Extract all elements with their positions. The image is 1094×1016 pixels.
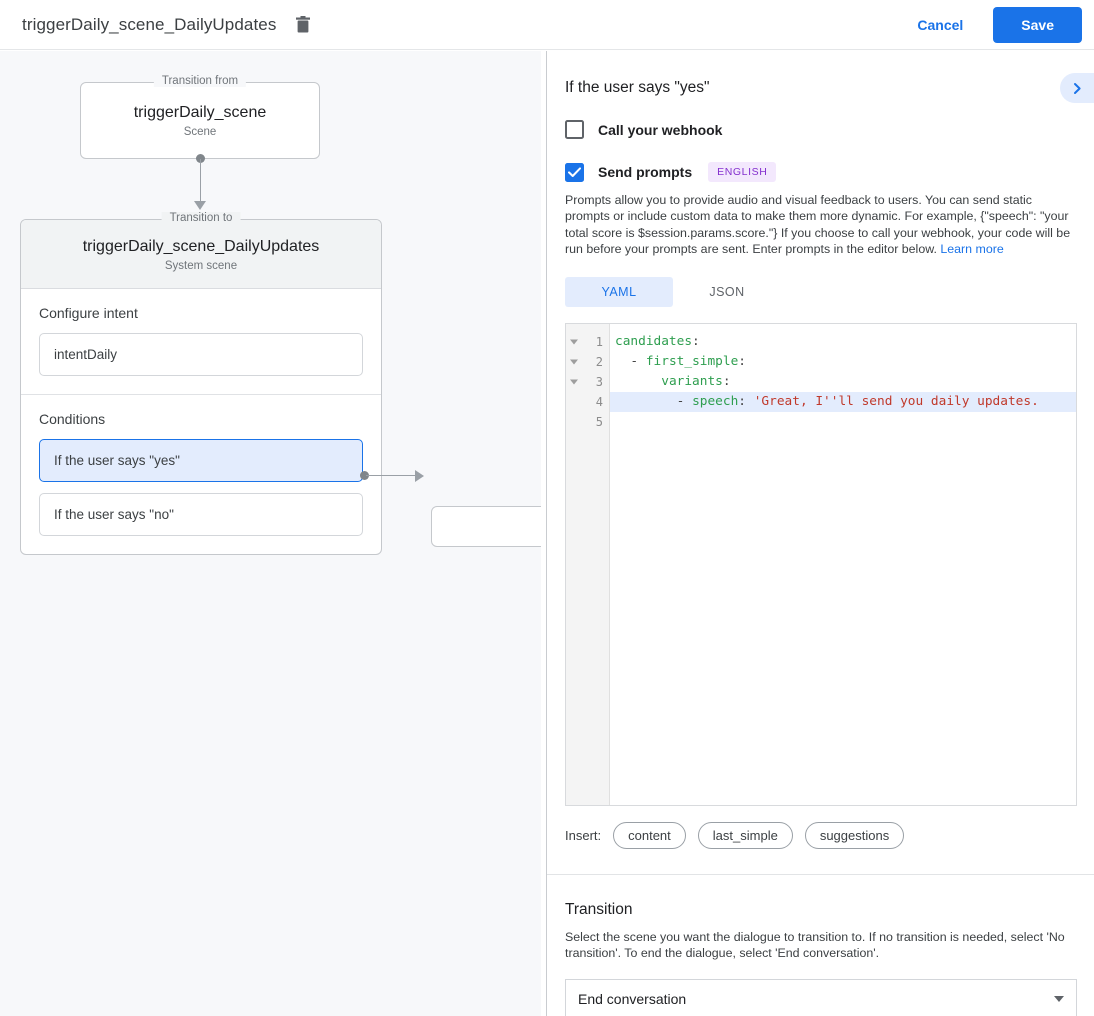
editor-line[interactable]: candidates: xyxy=(615,333,700,349)
editor-line-number: 5 xyxy=(595,414,603,429)
edge-arrow-down-icon xyxy=(194,201,206,210)
top-bar: triggerDaily_scene_DailyUpdates Cancel S… xyxy=(0,0,1094,50)
condition-edge-arrow-icon xyxy=(415,470,424,482)
panel-title: If the user says "yes" xyxy=(565,79,710,96)
send-prompts-checkbox[interactable] xyxy=(565,162,584,182)
panel-divider xyxy=(546,51,547,1016)
panel-body: If the user says "yes" Call your webhook… xyxy=(547,51,1094,1016)
conditions-section: Conditions If the user says "yes" If the… xyxy=(21,394,381,554)
configure-intent-section: Configure intent intentDaily xyxy=(21,289,381,394)
trash-icon xyxy=(296,15,311,32)
condition-item-no[interactable]: If the user says "no" xyxy=(39,493,363,536)
conditions-label: Conditions xyxy=(39,411,106,427)
call-webhook-checkbox[interactable] xyxy=(565,120,584,139)
to-scene-name: triggerDaily_scene_DailyUpdates xyxy=(82,238,320,255)
fold-triangle-icon[interactable] xyxy=(570,359,578,365)
collapse-panel-button[interactable] xyxy=(1060,73,1094,103)
top-bar-actions: Cancel Save xyxy=(901,6,1094,43)
send-prompts-row[interactable]: Send prompts ENGLISH xyxy=(565,162,1076,182)
insert-chip-last-simple[interactable]: last_simple xyxy=(697,821,793,849)
cancel-button[interactable]: Cancel xyxy=(901,8,979,42)
edge-source-dot xyxy=(196,154,205,163)
language-badge: ENGLISH xyxy=(708,162,777,182)
intent-item[interactable]: intentDaily xyxy=(39,333,363,376)
editor-code-area[interactable]: candidates: - first_simple: variants: - … xyxy=(610,324,1076,805)
to-scene-type: System scene xyxy=(164,260,238,272)
editor-line[interactable]: variants: xyxy=(661,373,731,389)
condition-item-yes[interactable]: If the user says "yes" xyxy=(39,439,363,482)
transition-description: Select the scene you want the dialogue t… xyxy=(565,929,1065,961)
graph-canvas[interactable]: Transition from triggerDaily_scene Scene… xyxy=(0,51,541,1016)
checkmark-icon xyxy=(568,166,581,177)
node-transition-to[interactable]: Transition to triggerDaily_scene_DailyUp… xyxy=(20,212,382,555)
insert-row: Insert: content last_simple suggestions xyxy=(565,821,1076,849)
webhook-row[interactable]: Call your webhook xyxy=(565,120,1076,139)
insert-chip-suggestions[interactable]: suggestions xyxy=(804,821,905,849)
prompts-description-text: Prompts allow you to provide audio and v… xyxy=(565,193,1071,257)
condition-edge-line xyxy=(366,475,418,476)
transition-to-legend: Transition to xyxy=(161,212,241,224)
node-target-empty[interactable] xyxy=(431,506,541,547)
node-transition-from[interactable]: Transition from triggerDaily_scene Scene xyxy=(80,75,320,159)
transition-from-legend: Transition from xyxy=(153,75,247,87)
save-button[interactable]: Save xyxy=(993,6,1082,43)
insert-label: Insert: xyxy=(565,827,602,843)
transition-heading: Transition xyxy=(565,900,633,918)
editor-line-number: 4 xyxy=(595,394,603,409)
call-webhook-label: Call your webhook xyxy=(598,121,723,138)
transition-select[interactable]: End conversation xyxy=(565,979,1077,1016)
edge-vertical-line xyxy=(200,159,201,203)
format-tabs: YAML JSON xyxy=(565,276,1076,307)
learn-more-link[interactable]: Learn more xyxy=(940,242,1004,257)
tab-json[interactable]: JSON xyxy=(709,284,745,299)
fold-triangle-icon[interactable] xyxy=(570,339,578,345)
delete-button[interactable] xyxy=(290,12,316,38)
fold-triangle-icon[interactable] xyxy=(570,379,578,385)
configure-intent-label: Configure intent xyxy=(39,305,138,321)
editor-line[interactable] xyxy=(610,412,1076,432)
page-title: triggerDaily_scene_DailyUpdates xyxy=(22,14,277,34)
section-divider xyxy=(547,873,1094,875)
chevron-down-icon xyxy=(1054,996,1064,1003)
send-prompts-label: Send prompts xyxy=(598,164,693,180)
editor-line-number: 3 xyxy=(566,372,609,392)
chevron-right-icon xyxy=(1073,82,1081,94)
details-panel: If the user says "yes" Call your webhook… xyxy=(547,51,1094,1016)
details-panel-inner: If the user says "yes" Call your webhook… xyxy=(547,51,1094,1016)
editor-line-number: 1 xyxy=(566,332,609,352)
condition-edge-dot xyxy=(360,471,369,480)
transition-to-header: Transition to triggerDaily_scene_DailyUp… xyxy=(21,212,381,289)
editor-line-number: 2 xyxy=(566,352,609,372)
insert-chip-content[interactable]: content xyxy=(613,821,686,849)
editor-line[interactable]: - first_simple: xyxy=(630,353,747,369)
prompts-description: Prompts allow you to provide audio and v… xyxy=(565,192,1076,258)
from-scene-name: triggerDaily_scene xyxy=(133,103,267,121)
transition-select-value: End conversation xyxy=(578,991,687,1008)
tab-yaml[interactable]: YAML xyxy=(565,276,673,307)
from-scene-type: Scene xyxy=(183,125,217,138)
editor-line[interactable]: - speech: 'Great, I''ll send you daily u… xyxy=(610,391,1076,412)
